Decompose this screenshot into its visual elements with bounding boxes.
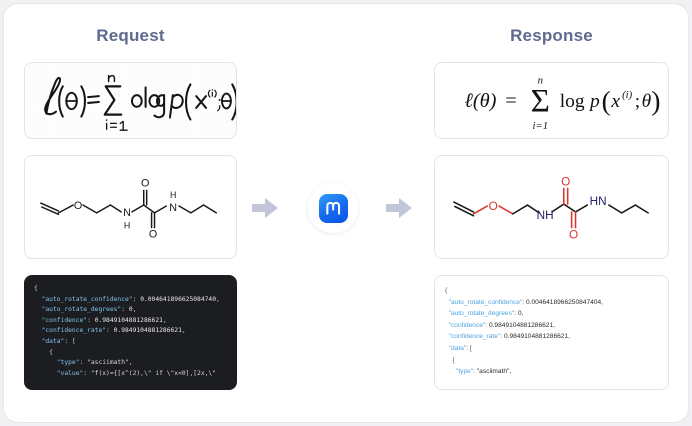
- rendered-equation-panel: ℓ(θ) = n Σ i=1 log p ( x (i) ; θ ): [434, 62, 669, 139]
- atom-label-O2: O: [141, 177, 149, 189]
- atom-label-H1: H: [124, 221, 130, 231]
- svg-text:ℓ(θ): ℓ(θ): [464, 90, 496, 112]
- svg-text:;: ;: [635, 91, 640, 112]
- handwritten-equation: [25, 63, 236, 138]
- atom-label-H2: H: [170, 190, 176, 200]
- svg-text:): ): [651, 86, 660, 116]
- atom-label-O3: O: [149, 228, 157, 240]
- handwritten-chemical-structure: O N H O O N H: [25, 156, 236, 258]
- handwritten-chem-svg: O N H O O N H: [40, 177, 218, 240]
- svg-text:θ: θ: [642, 91, 652, 112]
- svg-text:Σ: Σ: [531, 83, 550, 120]
- atom-label-N1: N: [123, 207, 131, 219]
- svg-text:p: p: [588, 91, 600, 112]
- atom-label-N2: N: [169, 202, 177, 214]
- mathpix-logo-badge: [308, 183, 358, 233]
- request-json-panel: { "auto_rotate_confidence": 0.0046418966…: [24, 275, 237, 390]
- rendered-equation-svg: ℓ(θ) = n Σ i=1 log p ( x (i) ; θ ): [464, 74, 660, 132]
- request-column-title: Request: [96, 26, 165, 45]
- atom-label-NH1: NH: [537, 209, 554, 222]
- svg-text:log: log: [560, 91, 585, 112]
- handwritten-equation-panel: [24, 62, 237, 139]
- atom-label-HN2: HN: [590, 195, 607, 208]
- svg-text:i=1: i=1: [533, 120, 549, 132]
- handwritten-equation-svg: [44, 74, 236, 131]
- response-json-panel: { "auto_rotate_confidence": 0.0046418966…: [434, 275, 669, 390]
- svg-text:(i): (i): [622, 89, 633, 101]
- atom-label-O: O: [489, 200, 498, 213]
- rendered-chem-svg: O NH O O HN: [453, 175, 649, 241]
- response-json-text: { "auto_rotate_confidence": 0.0046418966…: [445, 287, 603, 376]
- svg-text:=: =: [505, 90, 517, 112]
- mathpix-logo-icon: [318, 193, 348, 223]
- arrow-right-icon-out: [386, 196, 412, 220]
- atom-label-O: O: [74, 200, 82, 212]
- rendered-chem-panel: O NH O O HN: [434, 155, 669, 259]
- svg-text:x: x: [610, 91, 620, 112]
- svg-text:(: (: [602, 86, 611, 116]
- rendered-latex-equation: ℓ(θ) = n Σ i=1 log p ( x (i) ; θ ): [435, 63, 668, 138]
- rendered-chemical-structure: O NH O O HN: [435, 156, 668, 258]
- request-json-text: { "auto_rotate_confidence": 0.0046418966…: [34, 285, 220, 377]
- arrow-right-icon-in: [252, 196, 278, 220]
- response-column-title: Response: [510, 26, 593, 45]
- atom-label-O2: O: [561, 175, 570, 188]
- atom-label-O3: O: [569, 228, 578, 241]
- svg-text:n: n: [538, 74, 543, 86]
- handwritten-chem-panel: O N H O O N H: [24, 155, 237, 259]
